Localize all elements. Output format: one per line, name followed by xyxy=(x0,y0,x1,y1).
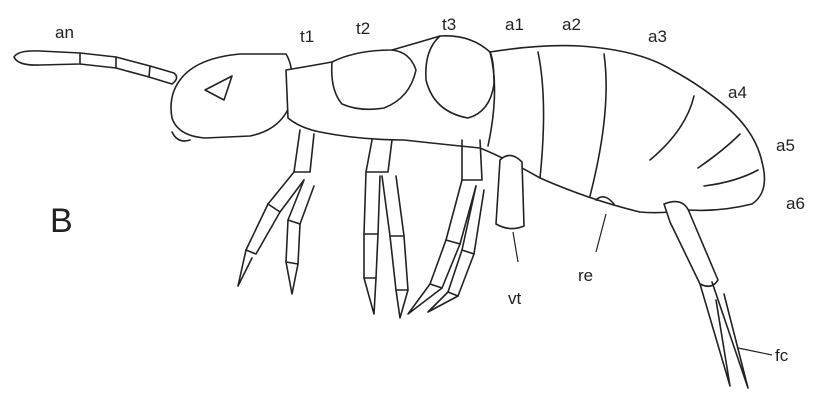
ventral-tube xyxy=(496,155,524,228)
label-fc: fc xyxy=(775,346,789,365)
leader-lines xyxy=(513,214,772,355)
leg-3 xyxy=(408,140,484,314)
label-a5: a5 xyxy=(776,136,795,155)
label-a3: a3 xyxy=(648,27,667,46)
label-a2: a2 xyxy=(562,15,581,34)
label-a4: a4 xyxy=(728,83,747,102)
leg-2 xyxy=(364,140,408,318)
leg-1 xyxy=(238,130,314,294)
label-a1: a1 xyxy=(505,15,524,34)
label-t1: t1 xyxy=(300,27,314,46)
head xyxy=(171,54,292,138)
label-vt: vt xyxy=(508,289,522,308)
furca xyxy=(664,202,748,388)
body-trunk xyxy=(286,36,764,213)
antenna xyxy=(14,51,177,84)
label-t3: t3 xyxy=(442,15,456,34)
panel-letter: B xyxy=(50,202,73,240)
label-t2: t2 xyxy=(356,19,370,38)
label-a6: a6 xyxy=(786,194,805,213)
label-an: an xyxy=(55,23,74,42)
label-re: re xyxy=(578,266,593,285)
